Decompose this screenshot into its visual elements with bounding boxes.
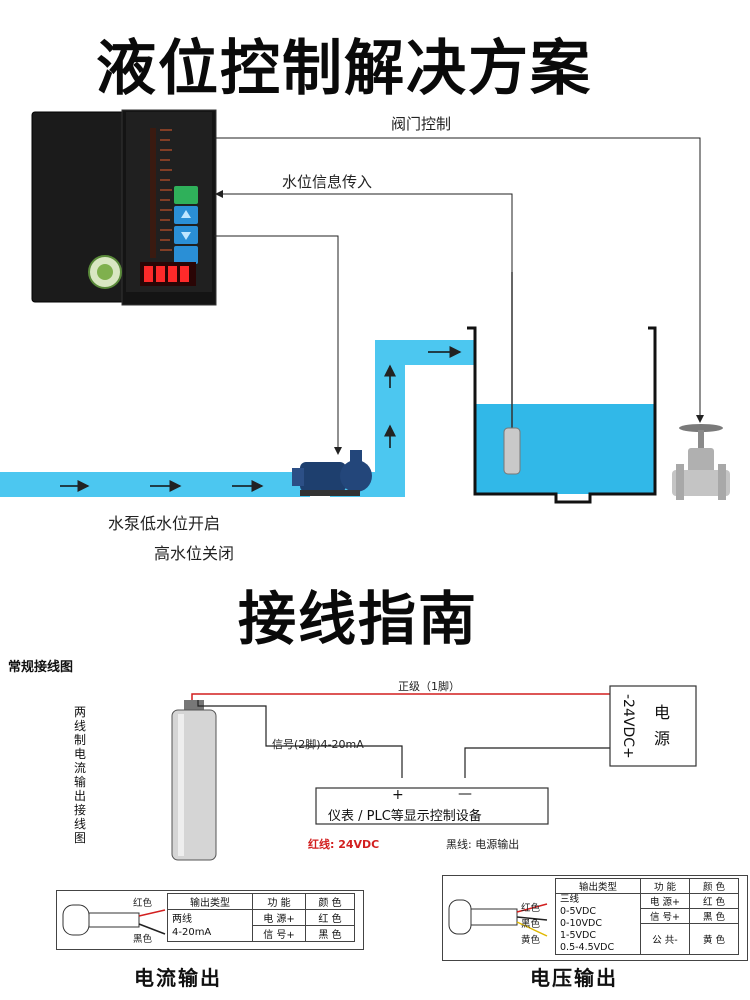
level-info-label: 水位信息传入 (282, 173, 373, 191)
signal-wire (197, 700, 403, 778)
minus-sign: — (458, 786, 472, 802)
wire-black-label: 黑色 (521, 919, 541, 930)
power-supply-box (609, 685, 697, 767)
cable-icon (62, 904, 166, 936)
level-controller-device (31, 109, 217, 306)
black-wire-note: 黑线: 电源输出 (446, 838, 520, 851)
signal-label: 信号(2脚)4-20mA (272, 738, 364, 751)
power-label: 电源 (654, 703, 671, 748)
control-lines (214, 137, 704, 455)
gate-valve (672, 424, 730, 500)
voltage-output-caption: 电压输出 (530, 966, 618, 990)
wire-yellow-label: 黄色 (521, 935, 541, 946)
wiring-vertical-title: 两线 制电 流输 出接 线图 (74, 705, 87, 845)
water-tank (467, 272, 657, 504)
voltage-output-panel: 红色 黑色 黄色 输出类型 功 能 颜 色 三线 0-5VDC 0-10VDC … (442, 875, 748, 961)
wire-red-label: 红色 (521, 903, 541, 914)
pressure-probe (171, 700, 217, 861)
water-pump (292, 450, 372, 496)
red-wire-note: 红线: 24VDC (308, 838, 380, 851)
flow-diagram (0, 109, 730, 504)
valve-control-label: 阀门控制 (391, 115, 452, 133)
minus-wire (464, 747, 610, 778)
red-wire (191, 693, 610, 700)
pump-low-label: 水泵低水位开启 (108, 514, 221, 533)
positive-label: 正级（1脚） (398, 680, 460, 693)
device-label: 仪表 / PLC等显示控制设备 (328, 809, 482, 824)
power-voltage-label: -24VDC+ (620, 694, 636, 759)
water-pipe (0, 340, 475, 497)
high-close-label: 高水位关闭 (154, 544, 235, 563)
main-title: 液位控制解决方案 (96, 34, 592, 104)
cable-icon (448, 899, 548, 937)
current-output-caption: 电流输出 (134, 966, 222, 990)
voltage-spec-table: 输出类型 功 能 颜 色 三线 0-5VDC 0-10VDC 1-5VDC 0.… (555, 878, 739, 955)
plus-sign: + (392, 787, 404, 803)
wiring-diagram (171, 685, 697, 861)
wire-red-label: 红色 (133, 898, 153, 909)
wiring-title: 接线指南 (238, 585, 479, 653)
wire-black-label: 黑色 (133, 934, 153, 945)
wiring-section-title: 常规接线图 (8, 660, 74, 675)
display-device-box (315, 787, 549, 825)
